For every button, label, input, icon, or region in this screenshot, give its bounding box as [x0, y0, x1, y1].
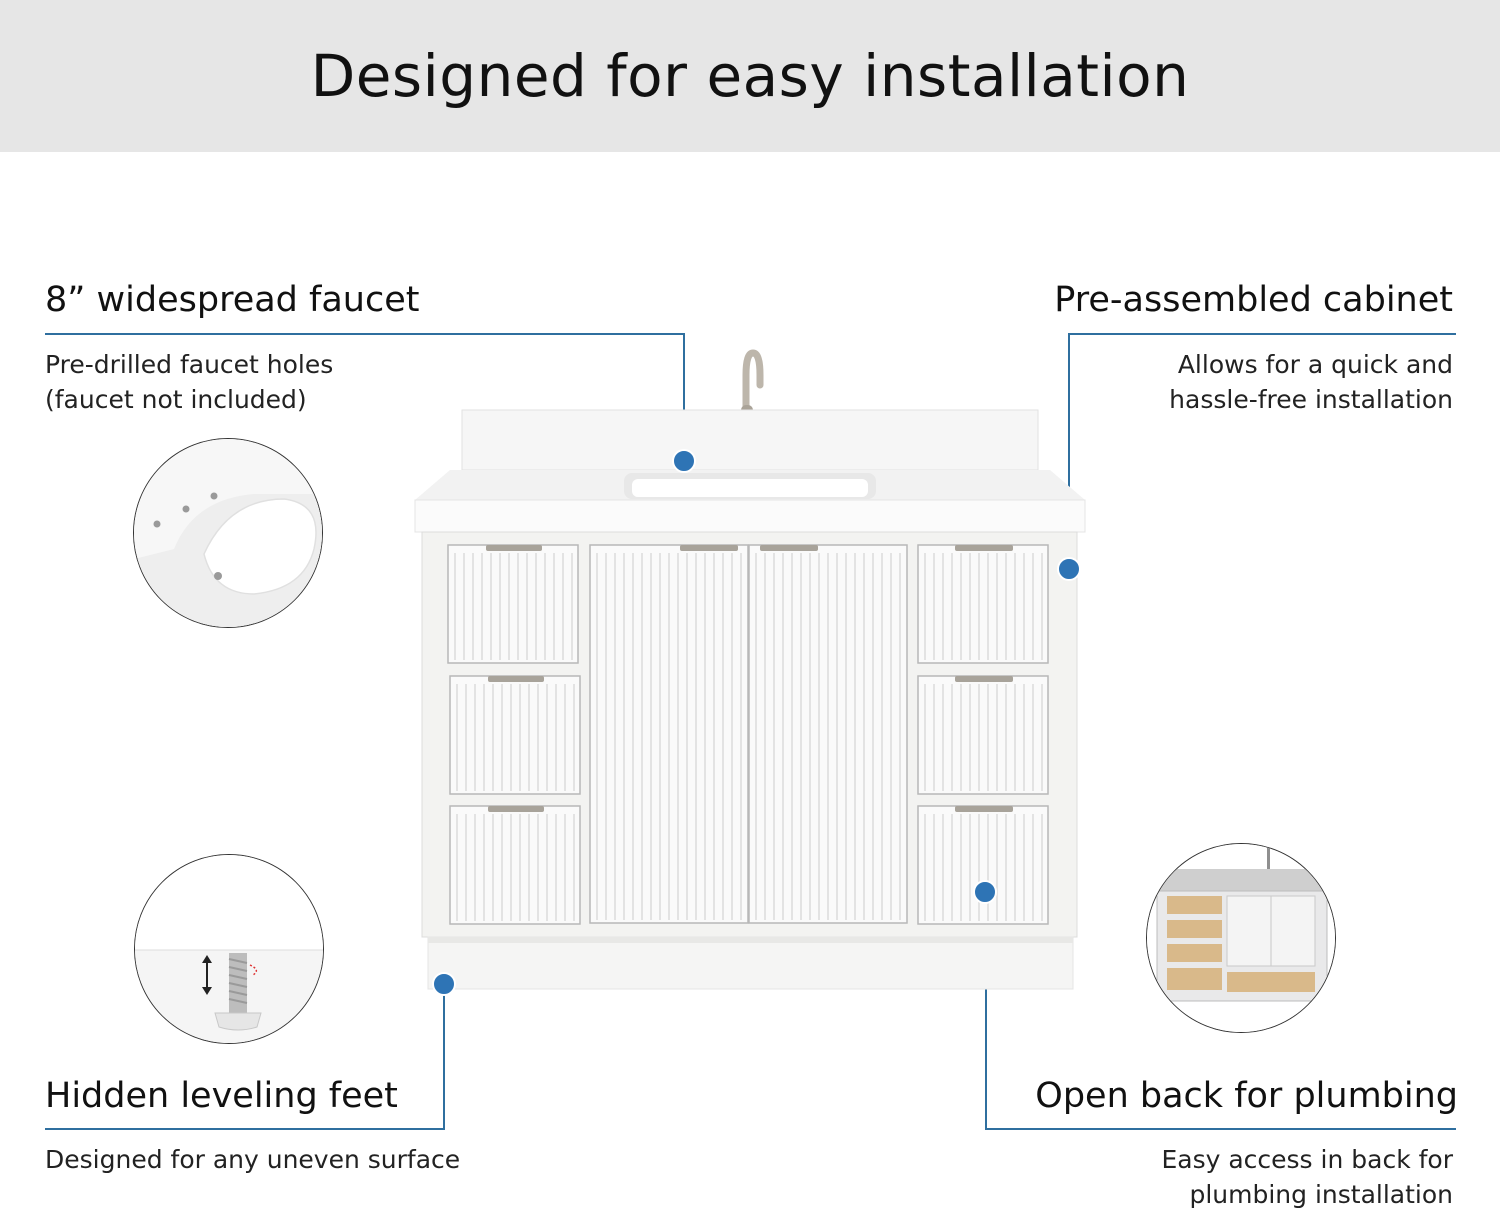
leveling-foot-icon [134, 854, 324, 1044]
cabinet-feature-desc-1: Allows for a quick and [1177, 350, 1453, 379]
cabinet-callout-dot [1057, 557, 1081, 581]
sink-faucet-holes-icon [133, 438, 323, 628]
faucet-callout-dot [672, 449, 696, 473]
feet-feature-desc-1: Designed for any uneven surface [45, 1145, 461, 1174]
faucet-underline [45, 333, 685, 335]
feet-feature-title: Hidden leveling feet [45, 1076, 398, 1116]
feet-underline [45, 1128, 445, 1130]
feet-callout-dot [432, 972, 456, 996]
back-feature-title: Open back for plumbing [1035, 1076, 1458, 1116]
feet-leader-line [443, 984, 445, 1130]
cabinet-feature-title: Pre-assembled cabinet [1054, 280, 1453, 320]
faucet-feature-desc-1: Pre-drilled faucet holes [45, 350, 334, 379]
header-banner: Designed for easy installation [0, 0, 1500, 152]
cabinet-feature-desc-2: hassle-free installation [1169, 385, 1453, 414]
back-leader-line [985, 892, 987, 1130]
center-doors [589, 544, 908, 924]
faucet-feature-title: 8” widespread faucet [45, 280, 420, 320]
back-feature-desc-2: plumbing installation [1189, 1180, 1453, 1209]
left-drawers [447, 544, 581, 925]
right-drawers [917, 544, 1049, 925]
cabinet-leader-line [1068, 333, 1070, 569]
back-callout-dot [973, 880, 997, 904]
back-feature-desc-1: Easy access in back for [1161, 1145, 1453, 1174]
faucet-leader-line [683, 333, 685, 461]
page-title: Designed for easy installation [310, 42, 1190, 110]
cabinet-underline [1068, 333, 1456, 335]
faucet-feature-desc-2: (faucet not included) [45, 385, 307, 414]
vanity-illustration [414, 349, 1086, 990]
open-back-cabinet-icon [1146, 843, 1336, 1033]
back-underline [985, 1128, 1456, 1130]
